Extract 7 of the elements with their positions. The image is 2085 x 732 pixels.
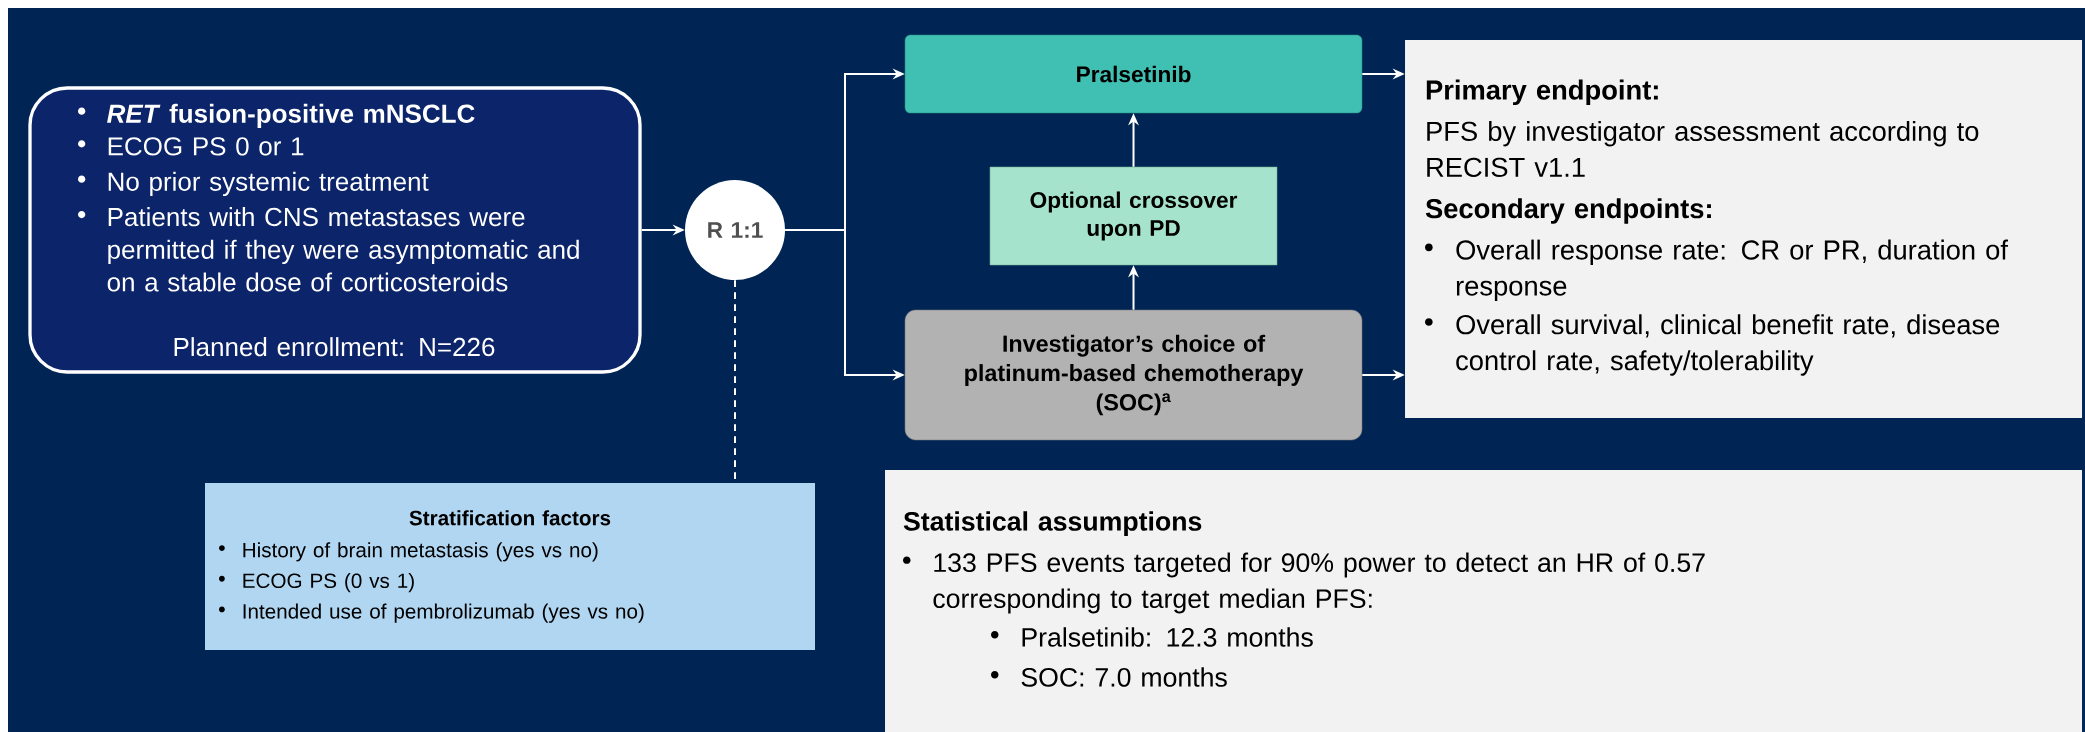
stratification-box: Stratification factors History of brain metastasis (yes vs no) ECOG PS (0 vs 1) Intended use of pembrolizumab (yes vs no) [205, 483, 815, 650]
endpoints-box: Primary endpoint: PFS by investigator assessment according to RECIST v1.1 Secondary endpoints: Overall response rate: CR or PR, duration of response Overall survival, clinical benefit rate, disease control rate, safety/tolerability [1405, 40, 2082, 418]
assumptions-box: Statistical assumptions 133 PFS events targeted for 90% power to detect an HR of 0.57 corresponding to target median PFS: Pralsetinib: 12.3 months SOC: 7.0 months [885, 470, 2082, 732]
treatment-box: Investigator’s choice of platinum-based chemotherapy (SOC)$^{a}$ [904, 309, 1363, 441]
eligibility-box: RET fusion-positive mNSCLC ECOG PS 0 or 1 No prior systemic treatment Patients with CNS metastases were permitted if they were asymptomatic and on a stable dose of corticosteroids Planned enrollment: N=226 [28, 86, 642, 374]
crossover-box: Optional crossover upon PD [989, 166, 1278, 266]
treatment-box: Pralsetinib [904, 34, 1363, 114]
